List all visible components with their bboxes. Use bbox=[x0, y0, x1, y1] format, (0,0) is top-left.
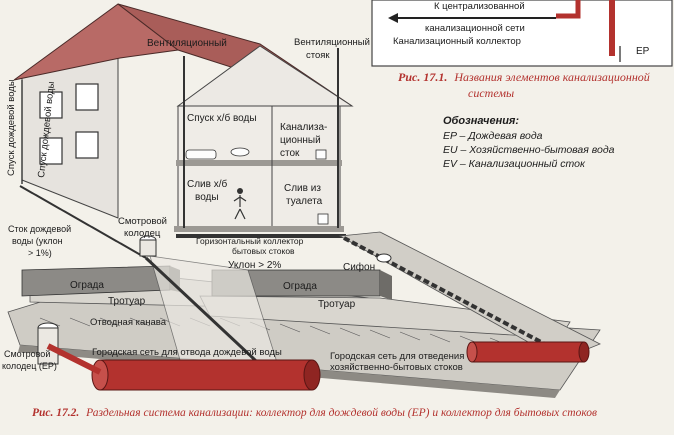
legend-item-ev: EV – Канализационный сток bbox=[443, 158, 586, 170]
window-lower-left bbox=[39, 137, 63, 165]
inset-label-1: К централизованной bbox=[434, 1, 525, 12]
toilet-lower bbox=[317, 213, 329, 225]
window-upper-right bbox=[75, 83, 99, 111]
fence-left-label: Ограда bbox=[70, 280, 104, 291]
city-rain-pipe-end bbox=[91, 359, 109, 391]
city-rain-pipe-body bbox=[99, 359, 313, 391]
inspection-well-label-1: Смотровой bbox=[118, 216, 167, 227]
horizontal-collector-label-2: бытовых стоков bbox=[232, 246, 295, 256]
city-sewer-collector bbox=[466, 341, 590, 363]
sewer-riser-label-1: Канализа- bbox=[280, 122, 327, 133]
inspection-well-body bbox=[139, 239, 157, 257]
siphon-label: Сифон bbox=[343, 261, 375, 273]
floor-slab-lower bbox=[174, 226, 344, 232]
window-upper-left bbox=[39, 91, 63, 119]
inspection-well-label-2: колодец bbox=[124, 228, 161, 239]
siphon bbox=[376, 253, 392, 263]
inset-arrow-head bbox=[388, 13, 398, 23]
slope-label: Уклон > 2% bbox=[228, 260, 281, 271]
horizontal-collector-label-1: Горизонтальный коллектор bbox=[196, 236, 304, 246]
city-rain-connector bbox=[46, 343, 102, 375]
drain-xb-top-label: Спуск х/б воды bbox=[187, 112, 257, 124]
house-section bbox=[177, 105, 341, 229]
inset-ep-label: EP bbox=[636, 46, 650, 57]
drain-xb-label-1: Слив х/б bbox=[187, 178, 228, 190]
sewer-riser-label-3: сток bbox=[280, 148, 300, 159]
inset-label-2: канализационной сети bbox=[425, 23, 525, 34]
house bbox=[13, 3, 354, 232]
city-rain-net-label: Городская сеть для отвода дождевой воды bbox=[92, 347, 282, 358]
figure1-title-2: системы bbox=[468, 86, 514, 100]
sewer-riser-label-2: ционный bbox=[280, 135, 321, 146]
fence-right-side bbox=[380, 270, 392, 300]
toilet-drain-label-1: Слив из bbox=[284, 183, 321, 194]
window-lower-right bbox=[75, 131, 99, 159]
bathtub bbox=[185, 149, 217, 160]
city-sewer-net-label-2: хозяйственно-бытовых стоков bbox=[330, 362, 463, 373]
figure2-caption: Рис. 17.2. Раздельная система канализаци… bbox=[32, 406, 597, 419]
drain-channel-label: Отводная канава bbox=[90, 317, 167, 328]
fence-right-label: Ограда bbox=[283, 281, 317, 292]
rain-drain-label-3: > 1%) bbox=[28, 248, 52, 258]
inset-frame bbox=[371, 0, 673, 67]
figure1-number: Рис. 17.1. bbox=[398, 70, 447, 84]
inspection-well-ep-label-1: Смотровой bbox=[4, 349, 50, 359]
sewer-trench bbox=[338, 231, 601, 361]
inset-diagram: К централизованной канализационной сети … bbox=[371, 0, 673, 67]
house-side-wall bbox=[21, 55, 119, 219]
city-rain-pipe-end-right bbox=[303, 359, 321, 391]
city-rain-collector bbox=[46, 343, 321, 391]
rain-downpipe-label-side: Спуск дождевой воды bbox=[6, 79, 17, 176]
inset-collector-label: Канализационный коллектор bbox=[393, 36, 521, 47]
sidewalk-left-label: Тротуар bbox=[108, 296, 146, 307]
figure2-title: Раздельная система канализации: коллекто… bbox=[85, 406, 597, 419]
city-sewer-net-label-1: Городская сеть для отведения bbox=[330, 351, 464, 362]
drain-xb-label-2: воды bbox=[195, 192, 219, 203]
vent-riser-label-right-2: стояк bbox=[306, 50, 330, 61]
legend-item-eu: EU – Хозяйственно-бытовая вода bbox=[443, 144, 615, 156]
city-sewer-pipe-end-right bbox=[578, 341, 590, 363]
figure1-title-1: Названия элементов канализационной bbox=[453, 70, 649, 84]
vent-riser-label-left: Вентиляционный bbox=[147, 38, 227, 49]
city-sewer-pipe-end bbox=[466, 341, 478, 363]
rain-drain-pipe-upper bbox=[19, 185, 147, 259]
inset-pipe-collector bbox=[556, 0, 581, 19]
figure1-caption: Рис. 17.1. Названия элементов канализаци… bbox=[398, 70, 650, 84]
city-sewer-pipe-body bbox=[471, 341, 585, 363]
sidewalk-right-label: Тротуар bbox=[318, 299, 356, 310]
person-figure bbox=[233, 195, 247, 220]
legend: Обозначения: EP – Дождевая вода EU – Хоз… bbox=[443, 115, 615, 170]
rain-drain-pipe-lower bbox=[144, 256, 272, 376]
legend-heading: Обозначения: bbox=[443, 115, 519, 127]
toilet-drain-label-2: туалета bbox=[286, 196, 323, 207]
rain-drain-label-2: воды (уклон bbox=[12, 236, 63, 246]
figure2-number: Рис. 17.2. bbox=[32, 407, 79, 419]
inspection-well-ep-label-2: колодец (ЕР) bbox=[2, 361, 57, 371]
legend-item-ep: EP – Дождевая вода bbox=[443, 130, 543, 142]
rain-drain-label-1: Сток дождевой bbox=[8, 224, 71, 234]
vent-riser-label-right-1: Вентиляционный bbox=[294, 37, 370, 48]
toilet-upper bbox=[315, 149, 327, 160]
floor-slab-upper bbox=[176, 160, 342, 166]
person-head bbox=[237, 188, 243, 194]
sink-upper bbox=[230, 147, 250, 157]
